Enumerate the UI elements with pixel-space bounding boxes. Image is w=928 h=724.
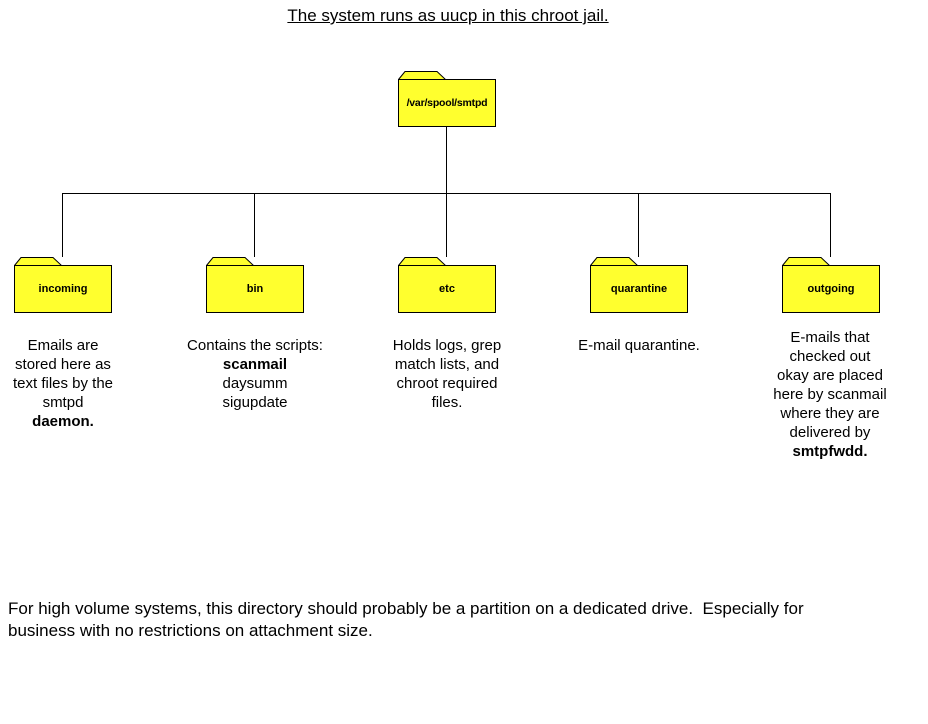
folder-root-label: /var/spool/smtpd bbox=[406, 97, 488, 109]
connector-drop-bin bbox=[254, 193, 255, 257]
folder-incoming-label: incoming bbox=[38, 283, 88, 295]
text-line: delivered by bbox=[789, 424, 871, 441]
text-line: chroot required bbox=[396, 375, 498, 392]
text-line: text files by the bbox=[12, 375, 114, 392]
footer-note: For high volume systems, this directory … bbox=[8, 598, 924, 642]
connector-drop-incoming bbox=[62, 193, 63, 257]
text-line: Emails are bbox=[27, 337, 99, 354]
folder-icon bbox=[398, 71, 496, 127]
text-line: okay are placed bbox=[777, 367, 883, 384]
text-line: here by scanmail bbox=[773, 386, 887, 403]
description-outgoing: E-mails that checked out okay are placed he… bbox=[750, 328, 910, 461]
text-line: Holds logs, grep bbox=[392, 337, 502, 354]
text-line: stored here as bbox=[15, 356, 111, 373]
text-line: business with no restrictions on attachm… bbox=[8, 621, 373, 640]
text-line: daemon. bbox=[32, 413, 94, 430]
text-line: match lists, and bbox=[394, 356, 500, 373]
text-line: Contains the scripts: bbox=[187, 337, 323, 354]
diagram-title: The system runs as uucp in this chroot j… bbox=[287, 6, 609, 25]
folder-outgoing-label: outgoing bbox=[807, 283, 855, 295]
text-line: E-mails that bbox=[790, 329, 870, 346]
description-etc: Holds logs, grep match lists, and chroot r… bbox=[367, 336, 527, 412]
folder-icon bbox=[206, 257, 304, 313]
text-line: For high volume systems, this directory … bbox=[8, 599, 804, 618]
text-line: daysumm bbox=[222, 375, 288, 392]
connector-drop-quarantine bbox=[638, 193, 639, 257]
text-line: E-mail quarantine. bbox=[578, 337, 700, 354]
folder-quarantine-label: quarantine bbox=[610, 283, 668, 295]
text-line: files. bbox=[431, 394, 463, 411]
folder-icon bbox=[398, 257, 496, 313]
folder-quarantine: quarantine bbox=[590, 257, 688, 313]
folder-icon bbox=[14, 257, 112, 313]
connector-drop-etc bbox=[446, 193, 447, 257]
folder-root: /var/spool/smtpd bbox=[398, 71, 496, 127]
text-line: where they are bbox=[780, 405, 880, 422]
connector-drop-outgoing bbox=[830, 193, 831, 257]
text-line: checked out bbox=[789, 348, 871, 365]
folder-incoming: incoming bbox=[14, 257, 112, 313]
description-quarantine: E-mail quarantine. bbox=[549, 336, 729, 355]
text-line: scanmail bbox=[222, 356, 288, 373]
description-incoming: Emails are stored here as text files by th… bbox=[0, 336, 133, 431]
text-line: smtpd bbox=[42, 394, 84, 411]
connector-root-vertical bbox=[446, 127, 447, 193]
description-bin: Contains the scripts: scanmail daysumm sigu… bbox=[175, 336, 335, 412]
folder-bin: bin bbox=[206, 257, 304, 313]
folder-etc: etc bbox=[398, 257, 496, 313]
text-line: sigupdate bbox=[222, 394, 288, 411]
folder-icon bbox=[590, 257, 688, 313]
folder-bin-label: bin bbox=[246, 283, 264, 295]
folder-outgoing: outgoing bbox=[782, 257, 880, 313]
folder-icon bbox=[782, 257, 880, 313]
text-line: smtpfwdd. bbox=[792, 443, 868, 460]
folder-etc-label: etc bbox=[439, 283, 455, 295]
